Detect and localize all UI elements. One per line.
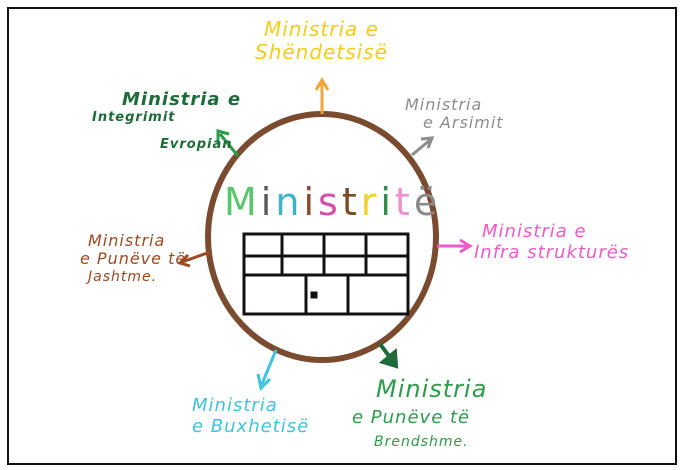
arrow-buxhetise [256,349,278,392]
center-title-letter: r [360,180,381,224]
label-line: Jashtme. [88,268,158,285]
center-title-letter: i [260,180,276,224]
arrow-brendshme [378,342,399,369]
center-title-letter: M [224,180,261,224]
center-title-letter: s [318,180,342,224]
center-title-letter: n [275,180,304,224]
label-line: Ministria [192,395,278,416]
label-line: Ministria e [482,221,587,242]
center-title: Ministritë [224,180,441,224]
label-line: Ministria [376,375,488,403]
label-line: Evropian [160,136,233,152]
label-brendshme: Ministria e Punëve të Brendshme. [352,375,488,451]
label-line: e Buxhetisë [192,415,310,437]
label-line: Integrimit [92,109,176,125]
label-line: Ministria [405,95,483,114]
label-line: Ministria e [263,17,379,41]
label-line: e Punëve të [80,249,187,269]
arrow-jashtme [177,250,211,268]
arrow-arsimit [411,136,435,157]
label-jashtme: Ministria e Punëve të Jashtme. [80,231,187,285]
label-buxhetise: Ministria e Buxhetisë [192,395,310,437]
center-title-letter: i [380,180,395,224]
central-circle [205,111,439,363]
arrow-infrastruktures [437,238,473,254]
drawing-frame [7,7,677,465]
label-line: Ministria e [122,89,242,110]
label-line: e Punëve të [352,406,471,428]
arrow-shendetsise [314,77,330,114]
center-title-letter: t [341,180,361,224]
center-title-letter: t [394,180,414,224]
label-line: Ministria [88,231,166,250]
label-infrastruktures: Ministria e Infra strukturës [474,221,630,263]
center-title-letter: i [303,180,319,224]
arrow-integrimit [216,129,240,157]
label-line: Brendshme. [374,434,469,451]
label-integrimit: Ministria e Integrimit Evropian [92,89,242,153]
building-drawing [242,232,410,316]
label-shendetsise: Ministria e Shëndetsisë [255,18,388,64]
center-title-letter: ë [413,180,442,224]
label-arsimit: Ministria e Arsimit [405,95,504,133]
label-line: Shëndetsisë [255,40,388,64]
label-line: e Arsimit [423,113,504,133]
label-line: Infra strukturës [474,241,630,263]
